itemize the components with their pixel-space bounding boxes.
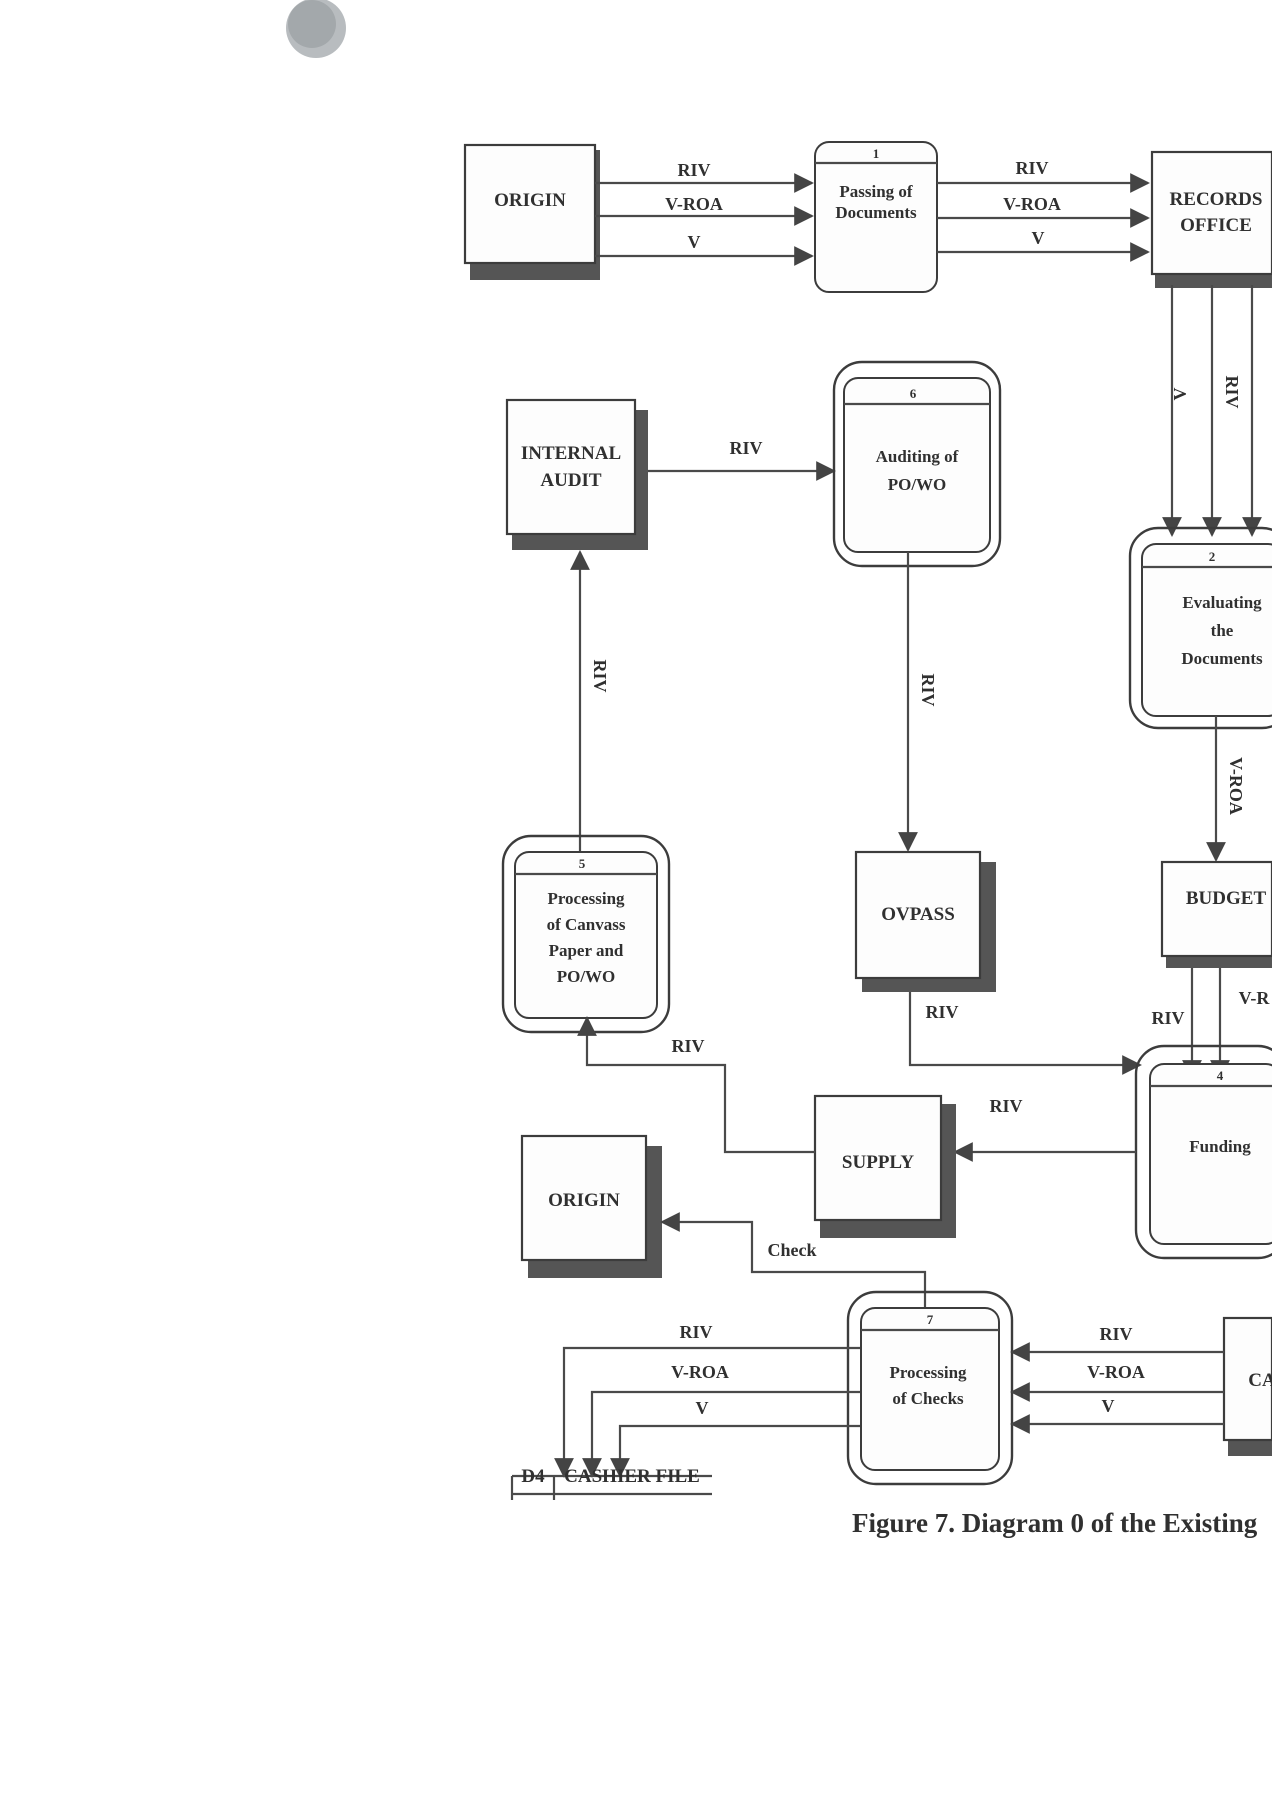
flow-canvass-to-audit: RIV: [570, 550, 610, 866]
svg-text:RIV: RIV: [679, 1322, 712, 1342]
figure-caption: Figure 7. Diagram 0 of the Existing: [852, 1508, 1258, 1538]
flows-cashier-to-checks: RIV V-ROA V: [1010, 1324, 1224, 1434]
process-passing-documents: 1 Passing of Documents: [814, 141, 938, 293]
svg-text:RIV: RIV: [1151, 1008, 1184, 1028]
flows-records-to-evaluating: V RIV: [1162, 285, 1262, 537]
svg-text:ORIGIN: ORIGIN: [494, 190, 566, 211]
svg-text:ORIGIN: ORIGIN: [548, 1190, 620, 1211]
flows-origin-to-passing: RIV V-ROA V: [595, 160, 814, 266]
svg-text:Processing: Processing: [889, 1363, 967, 1382]
svg-text:RIV: RIV: [925, 1002, 958, 1022]
svg-text:V-ROA: V-ROA: [1226, 757, 1246, 815]
svg-text:RIV: RIV: [1222, 375, 1242, 408]
svg-text:V: V: [1170, 388, 1190, 401]
svg-text:RIV: RIV: [1015, 158, 1048, 178]
svg-text:INTERNAL: INTERNAL: [521, 443, 621, 464]
svg-text:RIV: RIV: [989, 1096, 1022, 1116]
svg-text:BUDGET: BUDGET: [1186, 888, 1267, 909]
svg-text:Passing of: Passing of: [839, 182, 913, 201]
svg-text:of Canvass: of Canvass: [547, 915, 626, 934]
flow-supply-to-canvass: RIV: [577, 1016, 815, 1154]
flows-passing-to-records: RIV V-ROA V: [937, 158, 1150, 262]
svg-text:Auditing of: Auditing of: [876, 447, 959, 466]
svg-text:Processing: Processing: [547, 889, 625, 908]
entity-records-office: RECORDS OFFICE: [1150, 150, 1272, 288]
svg-text:CASHIER FILE: CASHIER FILE: [564, 1466, 700, 1487]
flows-checks-to-cashier-file: RIV V-ROA V: [554, 1322, 860, 1478]
hole-punch-mark: [286, 0, 346, 58]
process-processing-checks: 7 Processing of Checks: [846, 1290, 1014, 1486]
svg-text:SUPPLY: SUPPLY: [842, 1152, 914, 1173]
svg-text:Paper and: Paper and: [549, 941, 624, 960]
svg-text:RIV: RIV: [671, 1036, 704, 1056]
svg-text:V: V: [1032, 228, 1045, 248]
process-canvass-paper: 5 Processing of Canvass Paper and PO/WO: [501, 834, 671, 1034]
entity-budget: BUDGET: [1160, 860, 1272, 968]
flow-auditing-to-ovpass: RIV: [898, 552, 938, 852]
svg-text:2: 2: [1209, 549, 1216, 564]
process-evaluating-documents: 2 Evaluating the Documents: [1128, 526, 1272, 730]
flow-funding-to-supply: RIV: [953, 1096, 1136, 1162]
svg-text:RIV: RIV: [918, 673, 938, 706]
svg-text:RIV: RIV: [590, 659, 610, 692]
svg-text:6: 6: [910, 386, 917, 401]
svg-text:5: 5: [579, 856, 586, 871]
svg-text:of Checks: of Checks: [892, 1389, 964, 1408]
svg-text:1: 1: [873, 146, 880, 161]
svg-text:OFFICE: OFFICE: [1180, 215, 1252, 236]
svg-text:D4: D4: [521, 1466, 545, 1487]
svg-text:V: V: [1102, 1396, 1115, 1416]
entity-cashier-partial: CA: [1222, 1316, 1272, 1456]
svg-text:V: V: [696, 1398, 709, 1418]
entity-origin-top: ORIGIN: [463, 143, 600, 280]
svg-text:RIV: RIV: [729, 438, 762, 458]
svg-text:RIV: RIV: [677, 160, 710, 180]
svg-text:AUDIT: AUDIT: [540, 470, 602, 491]
svg-text:V-ROA: V-ROA: [671, 1362, 729, 1382]
entity-ovpass: OVPASS: [854, 850, 996, 992]
svg-text:the: the: [1211, 621, 1234, 640]
entity-supply: SUPPLY: [813, 1094, 956, 1238]
svg-text:OVPASS: OVPASS: [881, 904, 955, 925]
svg-text:V-R: V-R: [1239, 988, 1271, 1008]
svg-text:V: V: [688, 232, 701, 252]
flow-evaluating-to-budget: V-ROA: [1206, 716, 1246, 862]
svg-text:PO/WO: PO/WO: [888, 475, 947, 494]
flow-audit-to-auditing: RIV: [648, 438, 836, 481]
svg-text:RECORDS: RECORDS: [1170, 189, 1263, 210]
svg-text:V-ROA: V-ROA: [665, 194, 723, 214]
process-auditing-po-wo: 6 Auditing of PO/WO: [832, 360, 1002, 568]
svg-text:4: 4: [1217, 1068, 1224, 1083]
svg-text:Evaluating: Evaluating: [1182, 593, 1262, 612]
svg-text:7: 7: [927, 1312, 934, 1327]
entity-origin-bottom: ORIGIN: [520, 1134, 662, 1278]
svg-text:Funding: Funding: [1189, 1137, 1251, 1156]
svg-text:Documents: Documents: [835, 203, 917, 222]
svg-text:CA: CA: [1248, 1370, 1272, 1391]
svg-text:Documents: Documents: [1181, 649, 1263, 668]
svg-text:RIV: RIV: [1099, 1324, 1132, 1344]
flow-ovpass-to-funding: RIV: [908, 992, 1142, 1075]
process-funding: 4 Funding: [1134, 1044, 1272, 1260]
svg-text:V-ROA: V-ROA: [1003, 194, 1061, 214]
svg-text:Check: Check: [768, 1240, 817, 1260]
svg-text:V-ROA: V-ROA: [1087, 1362, 1145, 1382]
entity-internal-audit: INTERNAL AUDIT: [505, 398, 648, 550]
svg-text:PO/WO: PO/WO: [557, 967, 616, 986]
flows-budget-to-funding: RIV V-R: [1151, 968, 1271, 1080]
datastore-cashier-file: D4 CASHIER FILE: [510, 1466, 712, 1500]
